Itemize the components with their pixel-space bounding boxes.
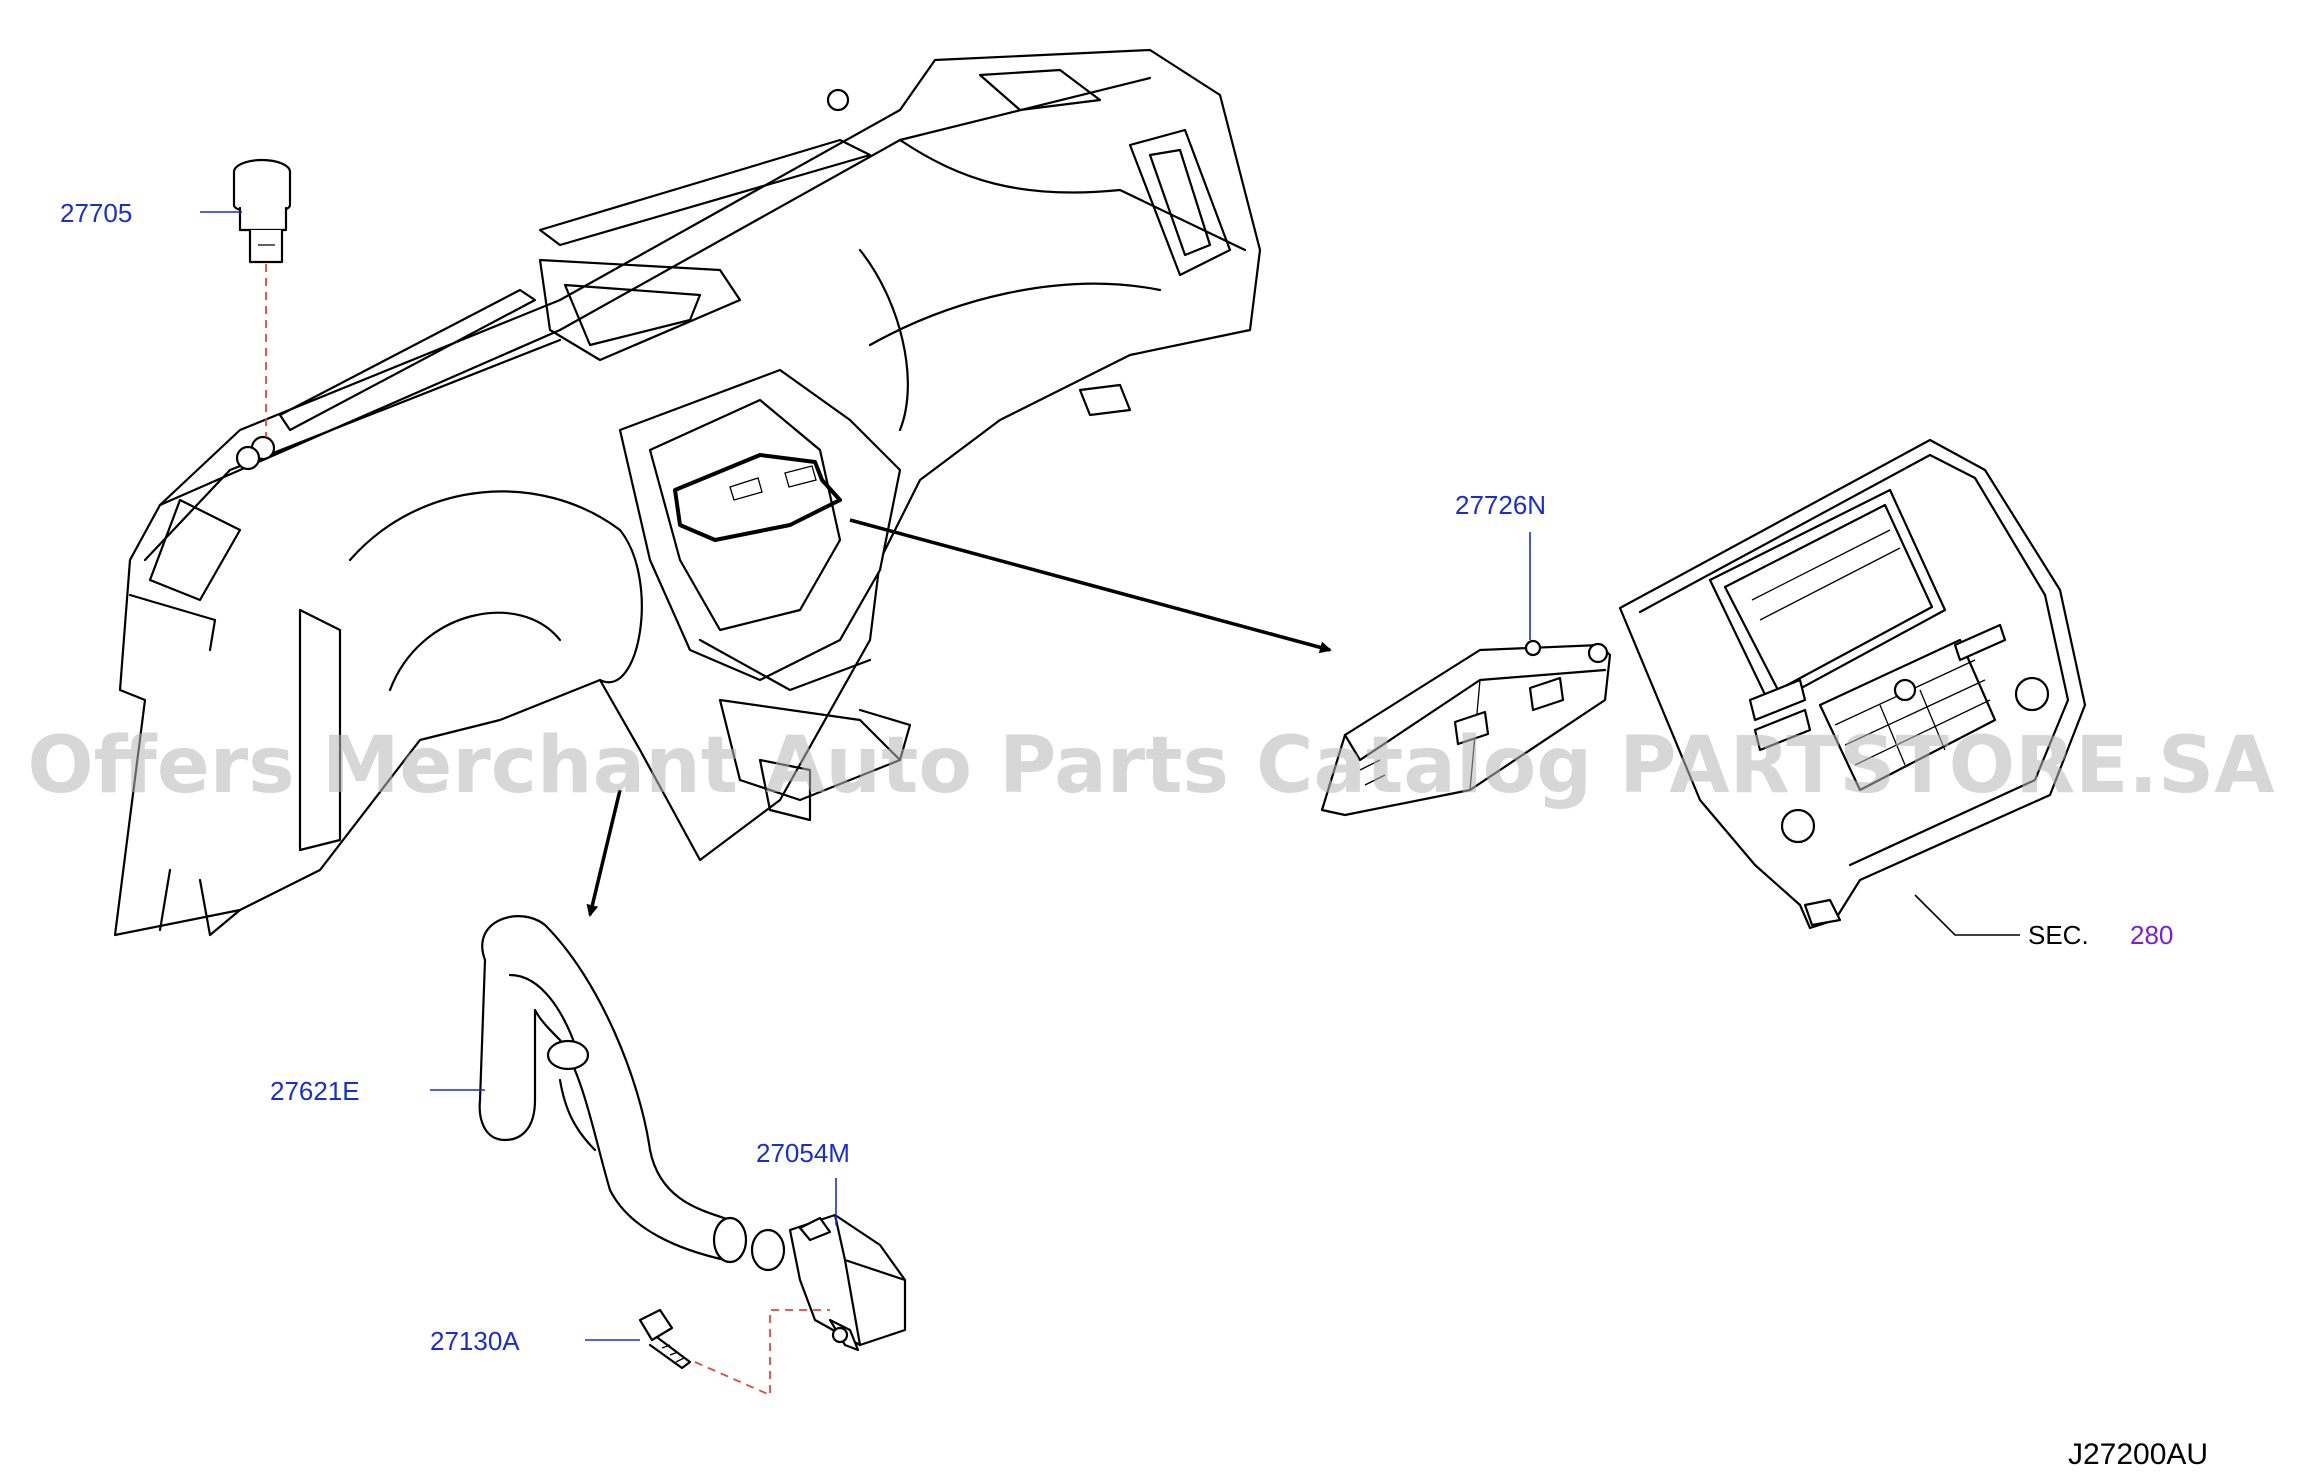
part-label-27726N[interactable]: 27726N [1455, 490, 1546, 520]
arrow-to-27621E [586, 789, 622, 917]
part-label-27705[interactable]: 27705 [60, 198, 132, 228]
watermark-text: Offers Merchant Auto Parts Catalog PARTS… [27, 721, 2274, 811]
diagram-code: J27200AU [2068, 1438, 2208, 1471]
part-label-27130A[interactable]: 27130A [430, 1326, 520, 1356]
part-label-27054M[interactable]: 27054M [756, 1138, 850, 1168]
sensor-27054M-drawing [750, 1213, 907, 1352]
center-console-drawing [1618, 438, 2087, 930]
instrument-panel-drawing [113, 48, 1262, 937]
duct-hose-27621E-drawing [478, 915, 748, 1264]
section-ref-number[interactable]: 280 [2130, 920, 2173, 950]
dashed-leader-27130A [694, 1309, 830, 1397]
leader-sec-280 [1914, 894, 2020, 936]
arrow-to-27726N [849, 518, 1332, 654]
screw-27130A-drawing [638, 1308, 692, 1370]
section-ref-prefix: SEC. [2028, 920, 2089, 950]
part-label-27621E[interactable]: 27621E [270, 1076, 360, 1106]
sensor-27705-drawing [232, 158, 292, 264]
module-27726N-drawing [1320, 639, 1612, 817]
